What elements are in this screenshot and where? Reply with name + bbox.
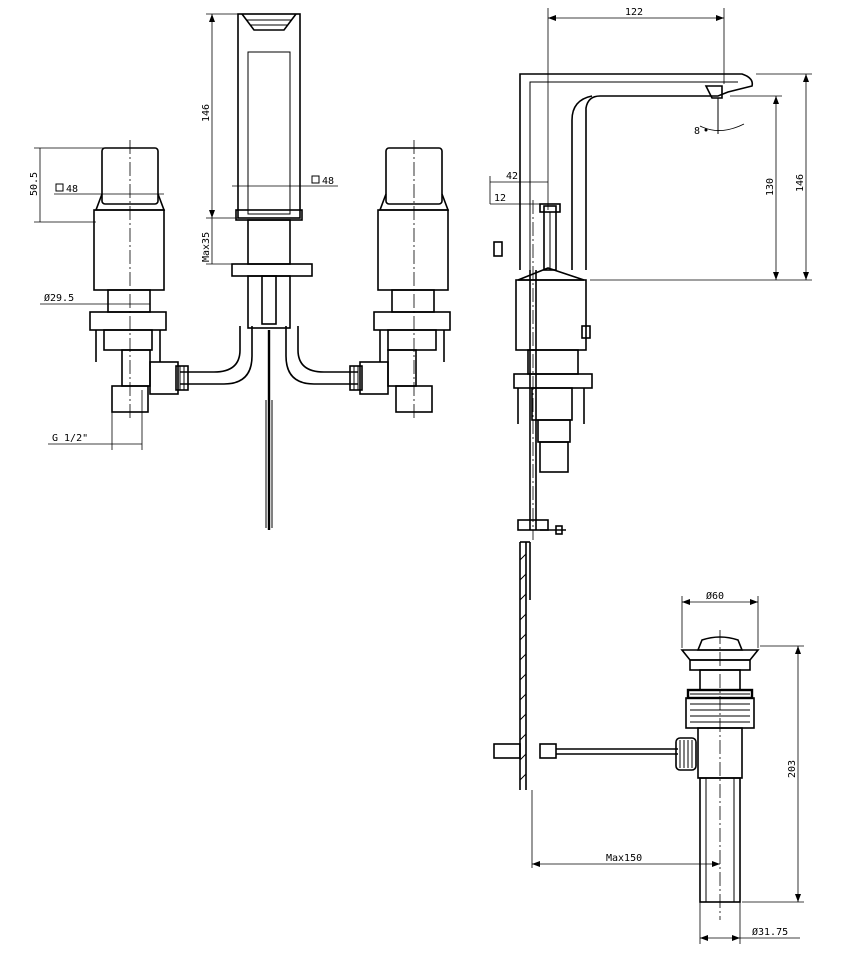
- side-drain: [493, 541, 760, 920]
- dim-spout-height-front: 146: [201, 104, 212, 122]
- dim-rod-max: Max150: [606, 853, 642, 864]
- dim-spout-square-front: 48: [322, 176, 334, 187]
- dim-tail-diameter: Ø31.75: [752, 926, 788, 938]
- dim-drain-length: 203: [787, 760, 798, 778]
- dim-handle-diameter: Ø29.5: [44, 292, 74, 304]
- dim-thread: G 1/2": [52, 433, 88, 444]
- dim-handle-height: 50.5: [29, 172, 40, 196]
- dim-side-reach: 122: [625, 7, 643, 18]
- side-mixer: 8: [493, 73, 754, 540]
- front-left-handle: [89, 140, 167, 420]
- front-right-handle: [373, 140, 451, 420]
- svg-text:8: 8: [694, 126, 700, 137]
- front-spout: [231, 13, 313, 530]
- side-dimensions: 122 42 12 130 146 Ø60 203 Max150: [489, 7, 812, 944]
- dim-spout-clearance: 130: [765, 178, 776, 196]
- dim-side-small: 12: [494, 193, 506, 204]
- front-dimensions: 146 Max35 48 50.5 48 Ø29.5 G 1/2": [29, 13, 338, 450]
- dim-drain-diameter: Ø60: [706, 590, 724, 602]
- dim-side-offset: 42: [506, 171, 518, 182]
- dim-side-height: 146: [795, 174, 806, 192]
- dim-max-deck-front: Max35: [201, 232, 212, 262]
- dim-handle-square: 48: [66, 184, 78, 195]
